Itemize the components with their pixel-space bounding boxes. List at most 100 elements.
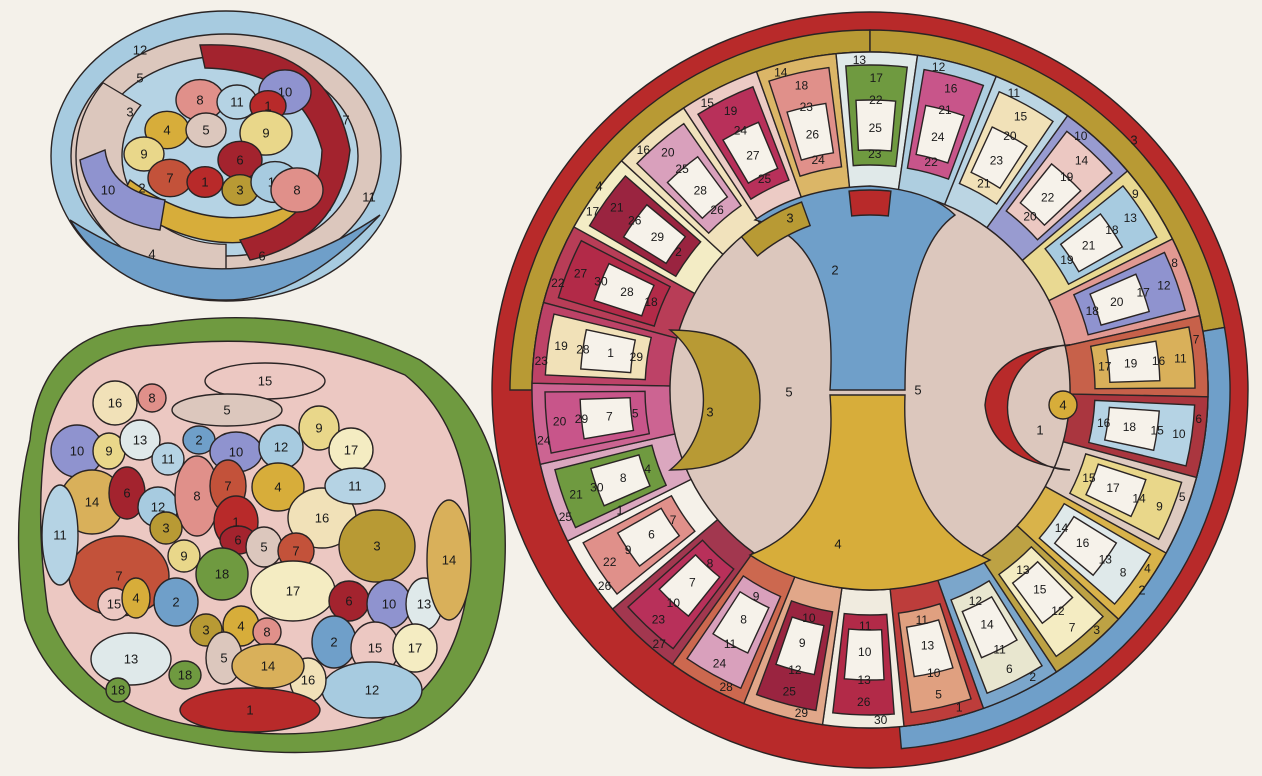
region-number-label: 4 <box>834 537 841 552</box>
region-number-label: 7 <box>1069 621 1076 635</box>
region-number-label: 20 <box>1023 210 1037 224</box>
region-number-label: 3 <box>786 211 793 226</box>
region-number-label: 15 <box>368 641 382 656</box>
region-number-label: 7 <box>689 576 696 590</box>
region-number-label: 18 <box>644 295 658 309</box>
region-number-label: 5 <box>202 123 209 138</box>
region-number-label: 4 <box>644 462 651 476</box>
region-number-label: 12 <box>133 43 147 58</box>
region-number-label: 14 <box>442 553 456 568</box>
region-number-label: 11 <box>916 613 929 627</box>
region-number-label: 25 <box>675 162 689 176</box>
region-number-label: 15 <box>1150 424 1164 438</box>
region-number-label: 24 <box>537 433 551 447</box>
region-number-label: 12 <box>1051 604 1065 618</box>
region-number-label: 23 <box>652 612 666 626</box>
region-number-label: 10 <box>229 445 243 460</box>
region-number-label: 5 <box>136 71 143 86</box>
region-number-label: 12 <box>365 683 379 698</box>
region-number-label: 9 <box>1156 499 1163 513</box>
small-diagram: 81110145996713128125310246117 <box>51 11 401 301</box>
region-number-label: 3 <box>126 105 133 120</box>
region-number-label: 20 <box>1110 295 1124 309</box>
region-number-label: 16 <box>301 673 315 688</box>
region-number-label: 2 <box>1029 670 1036 684</box>
region-number-label: 29 <box>795 706 809 720</box>
region-number-label: 1 <box>246 703 253 718</box>
region-number-label: 1 <box>616 503 623 518</box>
region-number-label: 17 <box>408 641 422 656</box>
region-number-label: 4 <box>163 123 170 138</box>
region-number-label: 7 <box>166 171 173 186</box>
region-number-label: 10 <box>1172 427 1186 441</box>
region-number-label: 13 <box>417 597 431 612</box>
region-number-label: 20 <box>1003 129 1017 143</box>
region-number-label: 10 <box>101 183 115 198</box>
region-number-label: 13 <box>921 639 935 653</box>
region-number-label: 28 <box>576 342 590 356</box>
region-number-label: 8 <box>620 471 627 485</box>
region-number-label: 11 <box>161 452 175 467</box>
region-number-label: 5 <box>632 407 639 421</box>
region-number-label: 16 <box>1076 536 1090 550</box>
region-number-label: 9 <box>799 636 806 650</box>
region-number-label: 6 <box>1006 662 1013 676</box>
region-number-label: 16 <box>1097 416 1111 430</box>
region-number-label: 9 <box>262 126 269 141</box>
region-number-label: 2 <box>138 181 145 196</box>
region-number-label: 27 <box>574 267 588 281</box>
region-number-label: 24 <box>713 656 727 670</box>
region-number-label: 22 <box>603 555 617 569</box>
region-number-label: 23 <box>990 154 1004 168</box>
region-number-label: 15 <box>1033 583 1047 597</box>
region-number-label: 7 <box>670 513 677 527</box>
region-number-label: 6 <box>1195 412 1202 426</box>
region-number-label: 22 <box>551 276 565 290</box>
region-number-label: 15 <box>701 96 715 110</box>
region-number-label: 11 <box>53 528 67 543</box>
region-number-label: 19 <box>724 104 738 118</box>
region-number-label: 7 <box>606 409 613 423</box>
region-number-label: 8 <box>263 625 270 640</box>
region-number-label: 28 <box>694 183 708 197</box>
region-number-label: 4 <box>132 591 139 606</box>
region-number-label: 26 <box>598 579 612 593</box>
region-number-label: 26 <box>628 213 642 227</box>
region-number-label: 5 <box>1179 490 1186 504</box>
region-number-label: 10 <box>802 611 816 625</box>
region-number-label: 19 <box>1060 170 1074 184</box>
region-number-label: 11 <box>1174 352 1187 366</box>
region-number-label: 14 <box>774 65 788 79</box>
region-number-label: 3 <box>202 623 209 638</box>
region-number-label: 5 <box>914 383 921 398</box>
region-number-label: 14 <box>980 617 994 631</box>
region-number-label: 15 <box>1014 110 1028 124</box>
region-number-label: 14 <box>1132 491 1146 505</box>
region-number-label: 29 <box>651 230 665 244</box>
region-number-label: 18 <box>1105 223 1119 237</box>
region-number-label: 14 <box>261 659 275 674</box>
region-number-label: 7 <box>342 113 349 128</box>
region-number-label: 17 <box>344 443 358 458</box>
region-number-label: 1 <box>956 701 963 715</box>
region-number-label: 8 <box>1171 256 1178 270</box>
region-number-label: 1 <box>201 175 208 190</box>
region-number-label: 25 <box>783 684 797 698</box>
region-number-label: 16 <box>108 396 122 411</box>
region-number-label: 5 <box>260 540 267 555</box>
medium-diagram: 1516859109132101217111461287431161196371… <box>19 318 506 753</box>
region-number-label: 6 <box>123 486 130 501</box>
region-number-label: 4 <box>274 480 281 495</box>
region-number-label: 8 <box>1120 565 1127 579</box>
region-number-label: 4 <box>1059 398 1066 413</box>
region-number-label: 3 <box>706 405 713 420</box>
region-number-label: 1 <box>607 346 614 360</box>
region-number-label: 10 <box>382 597 396 612</box>
region-number-label: 12 <box>788 663 802 677</box>
region-number-label: 13 <box>124 652 138 667</box>
region-number-label: 6 <box>345 594 352 609</box>
region-number-label: 9 <box>315 421 322 436</box>
region-number-label: 11 <box>348 479 362 494</box>
region-number-label: 9 <box>753 590 760 604</box>
region-number-label: 25 <box>758 172 772 186</box>
